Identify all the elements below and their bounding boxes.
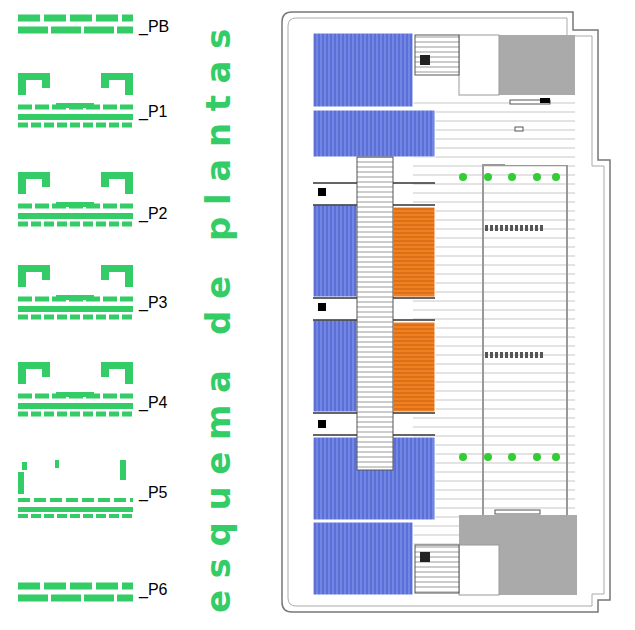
building-outline-part	[282, 12, 610, 612]
rooms-part	[393, 207, 435, 297]
courtyard-part	[495, 510, 540, 514]
vertical-title: esquema de plantas	[201, 17, 235, 613]
courtyard	[413, 35, 577, 595]
floor-schematics-part	[18, 586, 133, 598]
trees-part	[459, 173, 467, 181]
trees-part	[484, 173, 492, 181]
trees-part	[484, 453, 492, 461]
courtyard-part	[515, 127, 523, 131]
courtyard-part	[540, 98, 550, 103]
trees-part	[533, 173, 541, 181]
floor-schematics-part	[18, 172, 133, 224]
floor-schematics-part	[55, 460, 59, 468]
trees-part	[508, 173, 516, 181]
floor-schematics-part	[18, 498, 133, 502]
floor-schematics-part	[22, 462, 27, 470]
floor-schematics-part	[18, 362, 133, 414]
trees	[459, 173, 560, 461]
floor-schematics-part	[18, 460, 133, 516]
courtyard-part	[483, 165, 567, 520]
courtyard-part	[413, 95, 575, 545]
rooms-part	[313, 320, 357, 412]
trees-part	[459, 453, 467, 461]
courtyard-part	[459, 35, 499, 95]
corridor	[313, 157, 435, 470]
rooms-part	[313, 205, 357, 297]
trees-part	[508, 453, 516, 461]
rooms-part	[393, 322, 435, 412]
floor-schematics-part	[18, 472, 24, 494]
floor-schematics	[18, 18, 133, 598]
courtyard-part	[459, 35, 575, 95]
floor-label: _P2	[139, 205, 167, 223]
building-outline	[282, 12, 610, 612]
corridor-part	[318, 188, 326, 196]
floor-label: _P5	[139, 484, 167, 502]
floor-schematics-part	[18, 265, 133, 317]
floor-label: _P1	[139, 103, 167, 121]
floor-label: _P3	[139, 294, 167, 312]
rooms-part	[313, 110, 435, 157]
floor-schematics-part	[18, 507, 133, 512]
corridor-part	[313, 183, 435, 435]
trees-part	[552, 453, 560, 461]
floor-label: _P4	[139, 394, 167, 412]
rooms	[313, 33, 435, 595]
building-outline-part	[288, 18, 604, 606]
rooms-part	[313, 33, 413, 107]
floor-label: _P6	[139, 581, 167, 599]
corridor-part	[318, 303, 326, 311]
floor-schematics-part	[18, 18, 133, 30]
courtyard-part	[420, 552, 430, 562]
courtyard-part	[459, 515, 577, 595]
courtyard-part	[485, 228, 545, 355]
trees-part	[552, 173, 560, 181]
courtyard-part	[505, 95, 575, 165]
courtyard-part	[459, 545, 499, 595]
floor-schematics-part	[120, 460, 126, 480]
trees-part	[533, 453, 541, 461]
courtyard-part	[415, 35, 459, 75]
corridor-part	[357, 157, 393, 470]
courtyard-part	[415, 545, 459, 593]
corridor-part	[318, 420, 326, 428]
floor-schematics-part	[18, 514, 133, 518]
floor-label: _PB	[139, 18, 169, 36]
rooms-part	[313, 522, 413, 595]
courtyard-part	[420, 55, 430, 65]
floor-schematics-part	[18, 73, 133, 125]
